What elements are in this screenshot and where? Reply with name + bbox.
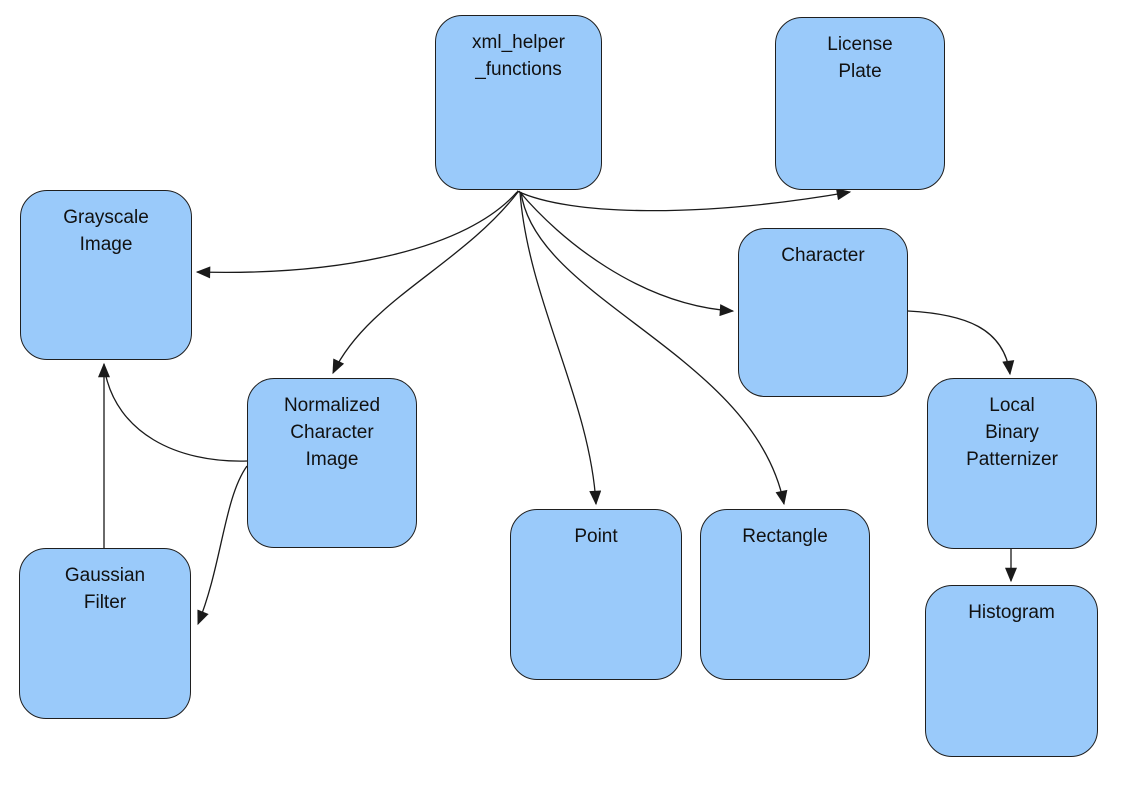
edge-xml-helper-functions-to-character [518,190,735,317]
node-grayscale-image-label: Grayscale Image [63,207,149,255]
edge-xml-helper-functions-to-license-plate [516,188,852,212]
node-xml-helper-functions: xml_helper _functions [435,15,602,190]
node-point-label: Point [574,526,618,547]
node-license-plate-label: License Plate [827,34,893,82]
node-histogram-label: Histogram [968,602,1055,623]
node-character: Character [738,228,908,397]
node-rectangle-label: Rectangle [742,526,828,547]
node-local-binary-patternizer: Local Binary Patternizer [927,378,1097,549]
edge-character-to-local-binary-patternizer [907,310,1015,376]
node-gaussian-filter-label: Gaussian Filter [64,565,146,613]
node-rectangle: Rectangle [700,509,870,680]
edge-xml-helper-functions-to-point [519,191,602,506]
edge-normalized-character-image-to-grayscale-image [104,371,248,462]
node-normalized-character-image: Normalized Character Image [247,378,417,548]
edge-xml-helper-functions-to-normalized-character-image [332,191,519,375]
node-histogram: Histogram [925,585,1098,757]
node-license-plate: License Plate [775,17,945,190]
node-grayscale-image: Grayscale Image [20,190,192,360]
node-point: Point [510,509,682,680]
node-character-label: Character [781,245,865,266]
edge-xml-helper-functions-to-grayscale-image [195,191,518,279]
node-xml-helper-functions-label: xml_helper _functions [472,32,565,80]
node-normalized-character-image-label: Normalized Character Image [283,395,381,470]
node-local-binary-patternizer-label: Local Binary Patternizer [966,395,1058,470]
node-gaussian-filter: Gaussian Filter [19,548,191,719]
edge-normalized-character-image-to-gaussian-filter [197,465,248,626]
